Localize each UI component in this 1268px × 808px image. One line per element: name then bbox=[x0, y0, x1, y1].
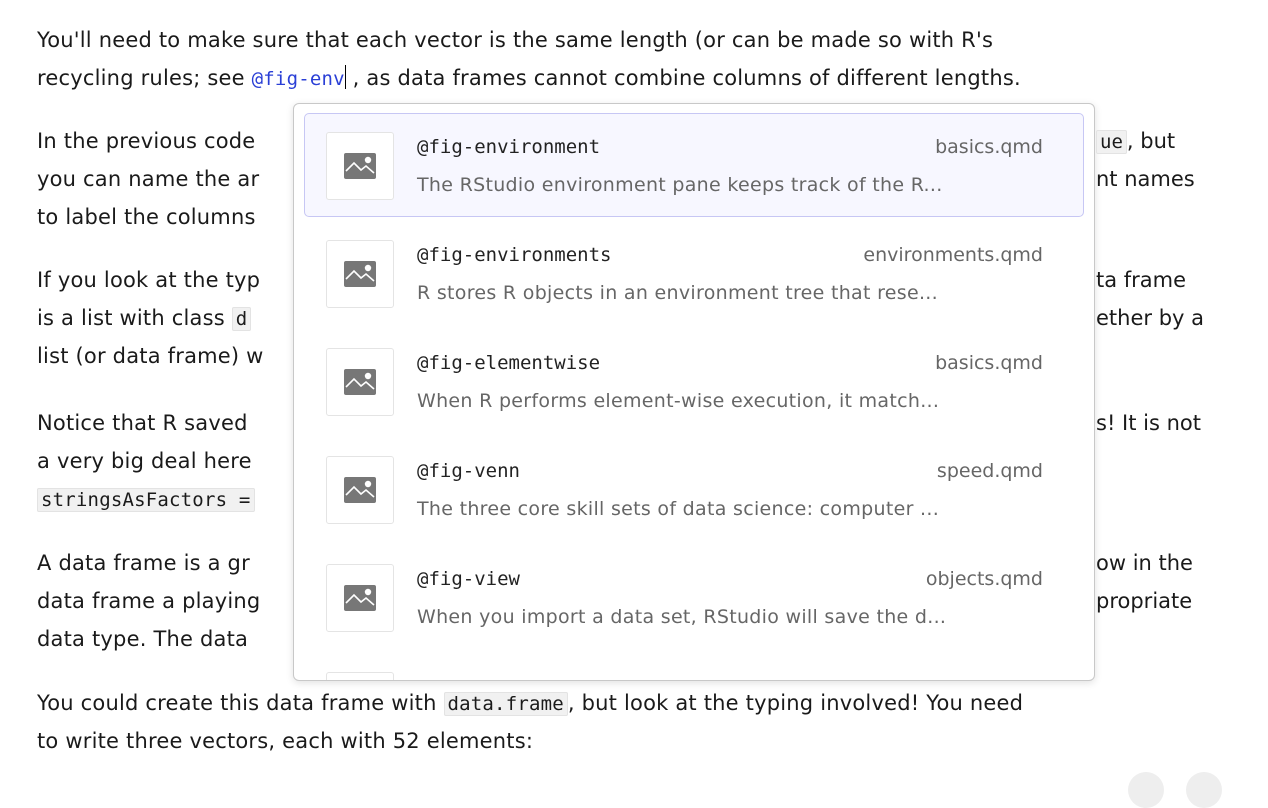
paragraph-line: If you look at the typ bbox=[37, 265, 260, 295]
line-text: ow in the bbox=[1096, 551, 1193, 575]
item-file: basics.qmd bbox=[935, 352, 1043, 374]
image-icon bbox=[326, 672, 394, 680]
line-text: s! It is not bbox=[1096, 411, 1201, 435]
item-description: R stores R objects in an environment tre… bbox=[417, 282, 938, 304]
item-file: objects.qmd bbox=[925, 568, 1043, 590]
line-text: list (or data frame) w bbox=[37, 344, 264, 368]
line-text: You'll need to make sure that each vecto… bbox=[37, 28, 994, 52]
paragraph-line: data type. The data bbox=[37, 624, 248, 654]
line-text: Notice that R saved bbox=[37, 411, 248, 435]
paragraph-line: list (or data frame) w bbox=[37, 341, 264, 371]
inline-code: data.frame bbox=[443, 692, 568, 716]
line-text: propriate bbox=[1096, 589, 1193, 613]
autocomplete-item[interactable] bbox=[304, 653, 1084, 680]
item-description: The RStudio environment pane keeps track… bbox=[417, 174, 943, 196]
cross-reference-text[interactable]: @fig-env bbox=[251, 68, 345, 90]
paragraph-line: You could create this data frame with da… bbox=[37, 688, 1023, 719]
paragraph-line: You'll need to make sure that each vecto… bbox=[37, 25, 993, 55]
item-description: When R performs element-wise execution, … bbox=[417, 390, 940, 412]
item-title: @fig-venn bbox=[417, 460, 520, 482]
line-text: nt names bbox=[1096, 167, 1195, 191]
line-text: , but look at the typing involved! You n… bbox=[567, 691, 1024, 715]
paragraph-line: to write three vectors, each with 52 ele… bbox=[37, 726, 533, 756]
inline-code: stringsAsFactors = bbox=[37, 488, 255, 512]
item-description: When you import a data set, RStudio will… bbox=[417, 606, 947, 628]
paragraph-line: A data frame is a gr bbox=[37, 548, 250, 578]
item-title: @fig-view bbox=[417, 568, 520, 590]
paragraph-line-right: propriate bbox=[1096, 586, 1192, 616]
line-text: , as data frames cannot combine columns … bbox=[345, 66, 1021, 90]
image-icon bbox=[326, 348, 394, 416]
item-file: speed.qmd bbox=[936, 460, 1043, 482]
paragraph-line-right: ether by a bbox=[1096, 303, 1204, 333]
paragraph-line: is a list with class d bbox=[37, 303, 252, 334]
line-text: , but bbox=[1126, 129, 1176, 153]
paragraph-line-right: s! It is not bbox=[1096, 408, 1201, 438]
paragraph-line: data frame a playing bbox=[37, 586, 260, 616]
image-icon bbox=[326, 564, 394, 632]
line-text: is a list with class bbox=[37, 306, 232, 330]
image-icon bbox=[326, 132, 394, 200]
paragraph-line-right: ue, but bbox=[1096, 126, 1175, 157]
line-text: ether by a bbox=[1096, 306, 1204, 330]
item-title: @fig-environments bbox=[417, 244, 612, 266]
line-text: You could create this data frame with bbox=[37, 691, 444, 715]
item-file: basics.qmd bbox=[935, 136, 1043, 158]
line-text: ta frame bbox=[1096, 268, 1187, 292]
item-description: The three core skill sets of data scienc… bbox=[417, 498, 940, 520]
line-text: a very big deal here bbox=[37, 449, 252, 473]
paragraph-line-right: nt names bbox=[1096, 164, 1195, 194]
floating-button[interactable] bbox=[1186, 772, 1222, 808]
line-text: recycling rules; see bbox=[37, 66, 252, 90]
text-cursor bbox=[344, 65, 346, 89]
line-text: In the previous code bbox=[37, 129, 256, 153]
line-text: If you look at the typ bbox=[37, 268, 261, 292]
paragraph-line-right: ta frame bbox=[1096, 265, 1186, 295]
paragraph-line: In the previous code bbox=[37, 126, 255, 156]
paragraph-line: recycling rules; see @fig-env , as data … bbox=[37, 63, 1021, 94]
item-file: environments.qmd bbox=[863, 244, 1043, 266]
paragraph-line: a very big deal here bbox=[37, 446, 252, 476]
image-icon bbox=[326, 240, 394, 308]
line-text: data frame a playing bbox=[37, 589, 261, 613]
floating-button[interactable] bbox=[1128, 772, 1164, 808]
paragraph-line: you can name the ar bbox=[37, 164, 259, 194]
paragraph-line: to label the columns bbox=[37, 202, 256, 232]
line-text: you can name the ar bbox=[37, 167, 260, 191]
image-icon bbox=[326, 456, 394, 524]
inline-code: d bbox=[231, 307, 252, 331]
line-text: data type. The data bbox=[37, 627, 249, 651]
paragraph-line: stringsAsFactors = bbox=[37, 484, 255, 515]
item-title: @fig-environment bbox=[417, 136, 601, 158]
line-text: to label the columns bbox=[37, 205, 256, 229]
line-text: to write three vectors, each with 52 ele… bbox=[37, 729, 534, 753]
item-title: @fig-elementwise bbox=[417, 352, 601, 374]
paragraph-line-right: ow in the bbox=[1096, 548, 1193, 578]
inline-code: ue bbox=[1096, 130, 1127, 154]
paragraph-line: Notice that R saved bbox=[37, 408, 248, 438]
line-text: A data frame is a gr bbox=[37, 551, 250, 575]
autocomplete-item[interactable]: @fig-environments environments.qmd R store… bbox=[304, 221, 1084, 325]
